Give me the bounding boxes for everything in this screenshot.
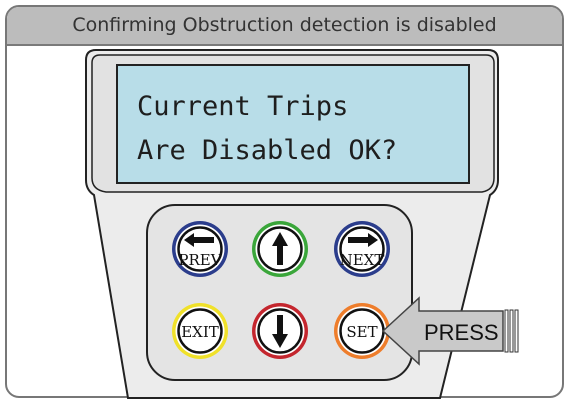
exit-button-label: EXIT — [181, 323, 219, 341]
prev-button[interactable]: PREV — [172, 221, 228, 277]
arrow-up-icon — [272, 232, 288, 265]
down-button[interactable] — [252, 303, 308, 359]
next-button-label: NEXT — [340, 251, 385, 269]
up-button[interactable] — [252, 221, 308, 277]
press-bar-3 — [514, 309, 519, 353]
next-button[interactable]: NEXT — [334, 221, 390, 277]
lcd-screen — [116, 64, 470, 184]
exit-button[interactable]: EXIT — [172, 303, 228, 359]
press-callout: PRESS — [381, 296, 519, 366]
press-bar-2 — [509, 309, 514, 353]
press-arrow-icon — [381, 296, 504, 366]
press-bar-1 — [504, 309, 509, 353]
page-title: Confirming Obstruction detection is disa… — [72, 14, 497, 36]
set-button[interactable]: SET — [334, 303, 390, 359]
set-button-label: SET — [346, 323, 377, 341]
lcd-line-1: Current Trips — [137, 91, 348, 122]
arrow-down-icon — [272, 315, 288, 348]
title-bar: Confirming Obstruction detection is disa… — [7, 7, 562, 46]
lcd-line-2: Are Disabled OK? — [137, 135, 397, 166]
prev-button-label: PREV — [178, 251, 222, 269]
press-label: PRESS — [424, 320, 499, 345]
arrow-left-icon — [184, 233, 214, 247]
arrow-right-icon — [348, 233, 378, 247]
